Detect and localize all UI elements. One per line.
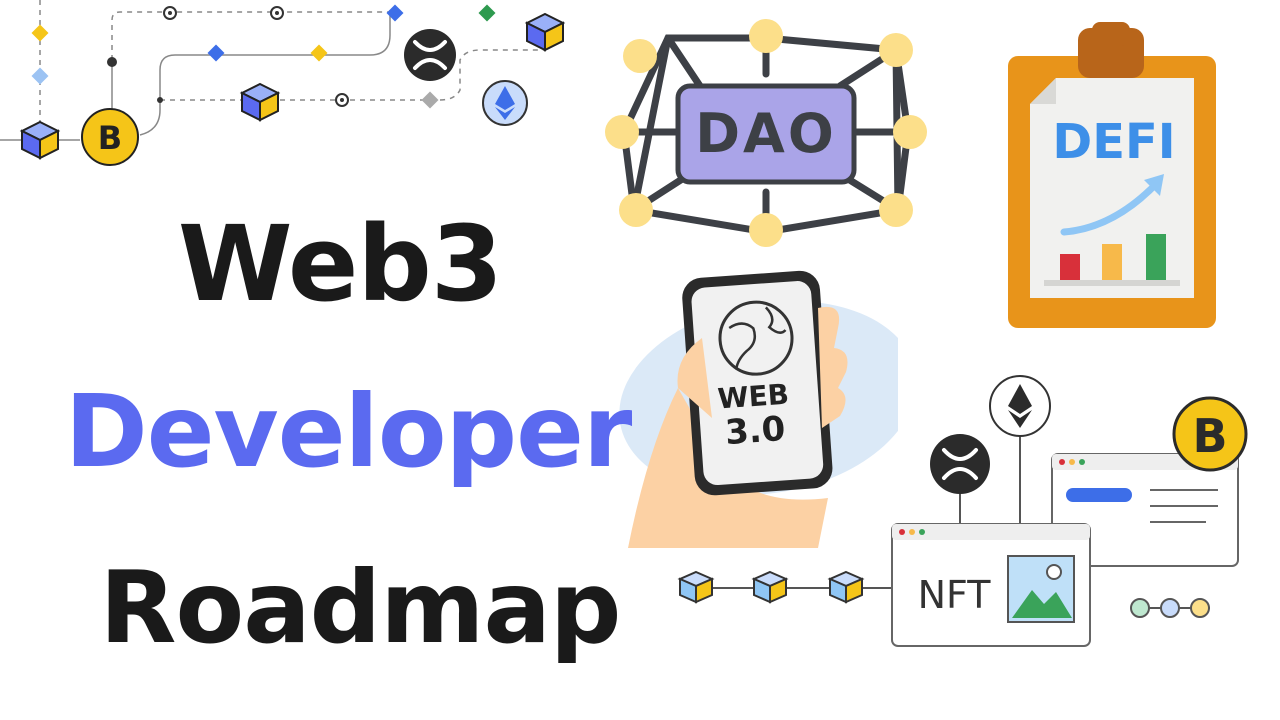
network-diagram: B (0, 0, 566, 166)
cube-icon (677, 570, 715, 604)
xrp-icon (930, 434, 990, 494)
title-developer: Developer (64, 373, 633, 490)
cube-icon (239, 82, 281, 122)
xrp-icon (404, 29, 456, 81)
ethereum-icon (482, 80, 528, 126)
mountain-image-icon (1007, 555, 1075, 623)
bitcoin-icon: B (81, 108, 139, 166)
svg-text:DEFI: DEFI (1052, 114, 1175, 170)
svg-text:B: B (1192, 409, 1227, 463)
cube-icon (524, 12, 566, 52)
nft-illustration: NFT B (677, 375, 1248, 647)
ethereum-icon (989, 375, 1051, 437)
svg-text:DAO: DAO (695, 102, 837, 165)
globe-icon (718, 300, 794, 376)
defi-clipboard: DEFI (1008, 22, 1216, 328)
bitcoin-icon: B (1172, 396, 1248, 472)
cube-icon (827, 570, 865, 604)
title-web3: Web3 (177, 203, 503, 325)
svg-text:3.0: 3.0 (724, 409, 787, 453)
cube-icon (19, 120, 61, 160)
svg-text:WEB: WEB (717, 378, 790, 416)
cube-icon (751, 570, 789, 604)
dao-illustration: DAO (605, 19, 927, 247)
svg-text:B: B (98, 119, 122, 157)
web3-phone-illustration: WEB 3.0 (619, 270, 898, 548)
svg-text:NFT: NFT (918, 573, 992, 617)
title-roadmap: Roadmap (99, 549, 621, 666)
